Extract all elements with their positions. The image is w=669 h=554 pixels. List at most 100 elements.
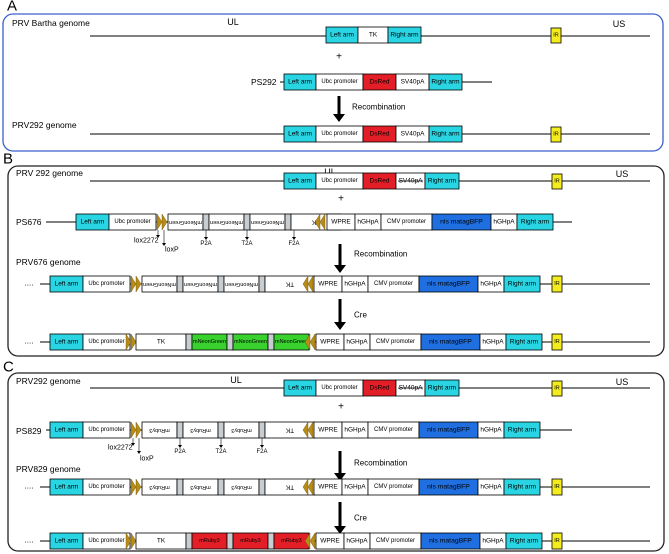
sv40-a3-label: SV40pA	[401, 131, 426, 138]
prv829-cre-flip-spacer2	[267, 532, 275, 550]
ps829-tail-hgh2-label: hGHpA	[480, 427, 502, 434]
recombination-arrow-c-head	[334, 473, 346, 481]
ps829-ubc	[82, 421, 131, 439]
left-arm-a3-label: Left arm	[288, 131, 312, 138]
ir-b1-label: IR	[554, 179, 560, 185]
ps292-label: PS292	[251, 77, 277, 87]
prv829-flip-rep0-label: mRuby3	[149, 484, 169, 490]
prv676-flip-rep0-label: mNeonGreen	[143, 281, 176, 287]
prv829-cre-tail-right-arm	[505, 532, 543, 550]
prv676-cre-flip-rep2-label: mNeonGreen	[275, 339, 308, 345]
prv829-cre-tail-hgh1-label: hGHpA	[346, 538, 368, 545]
ubc-a3-label: Ubc promoter	[321, 131, 357, 137]
lox2272-label-b: lox2272	[134, 238, 159, 245]
prv676-flip-spacer2	[258, 275, 266, 293]
f2a-label-c: F2A	[256, 449, 267, 455]
loxp-arrow-c-head	[137, 451, 141, 454]
ir-c3-label: IR	[554, 484, 560, 490]
prv676-cre-tail-cmv-label: CMV promoter	[376, 339, 415, 345]
p2a-label-b: P2A	[200, 241, 211, 247]
right-arm-c1	[424, 379, 460, 397]
dsred-c1-label: DsRed	[370, 385, 390, 392]
prv676-genome-label: PRV676 genome	[16, 257, 81, 267]
prv829-cre-flip-tk-label: TK	[157, 538, 166, 545]
dsred-a3-label: DsRed	[370, 131, 390, 138]
f2a-label-b: F2A	[288, 241, 299, 247]
panel-c-letter: C	[3, 359, 14, 376]
ir-a3	[550, 126, 562, 143]
lox-b4-tri0	[125, 333, 132, 351]
prv829-flip-rep1-label: mRuby3	[190, 484, 210, 490]
ir-c3	[551, 478, 563, 496]
lox-c2-tri1	[130, 421, 137, 439]
ps676-tail-right-arm	[516, 213, 554, 231]
ul-label-c: UL	[230, 375, 242, 385]
ps676-flip-rep0-label: mNeonGreen	[169, 219, 202, 225]
prv829-left-arm-label: Left arm	[55, 484, 79, 491]
us-label-c: US	[616, 377, 629, 387]
prv676-flip-spacer0	[176, 275, 184, 293]
ps829-tail-hgh1-label: hGHpA	[344, 427, 366, 434]
lox-b3-tri4	[307, 275, 314, 293]
ps676-flip-spacer1	[243, 213, 251, 231]
ps829-tail-right-arm-label: Right arm	[508, 427, 536, 434]
ps676-flip-rep2-label: mNeonGreen	[251, 219, 284, 225]
panel-a-letter: A	[7, 0, 17, 15]
ir-a1-label: IR	[553, 33, 559, 39]
ps676-tail-hgh1-label: hGHpA	[357, 219, 379, 226]
right-arm-a1-label: Right arm	[390, 32, 418, 39]
dsred-b1-label: DsRed	[370, 178, 390, 185]
ir-c4	[551, 532, 563, 550]
prv-bartha-label: PRV Bartha genome	[12, 18, 90, 28]
ps829-flip-spacer2	[258, 421, 266, 439]
ps676-flip-spacer0	[202, 213, 210, 231]
prv829-tail-nls-label: nls matagBFP	[427, 484, 470, 491]
panel-a-frame	[2, 13, 664, 152]
f2a-arrow-b-head	[292, 237, 296, 240]
ps829-label: PS829	[16, 426, 42, 436]
prv829-flip-rep2-label: mRuby3	[231, 484, 251, 490]
prv676-cre-tail-hgh1-label: hGHpA	[346, 339, 368, 346]
lox-c3-tri4	[307, 478, 314, 496]
recombination-label-a: Recombination	[352, 103, 405, 112]
prv676-cre-tail-wpre-label: WPRE	[320, 339, 340, 346]
ellipsis-c1: ....	[25, 482, 34, 491]
prv829-cre-tail-right-arm-label: Right arm	[510, 538, 538, 545]
ir-b3-label: IR	[554, 281, 560, 287]
prv676-cre-flip-rep0-label: mNeonGreen	[193, 339, 226, 345]
p2a-arrow-b-head	[204, 237, 208, 240]
lox-c4-tri0	[125, 532, 132, 550]
right-arm-a1	[387, 26, 422, 44]
prv676-flip-tk-label: TK	[285, 281, 294, 288]
prv676-cre-tail-right-arm	[505, 333, 543, 351]
ir-b1	[551, 173, 563, 190]
recombination-label-c: Recombination	[354, 459, 407, 468]
ul-label-b: UL	[324, 167, 336, 177]
cre-arrow-c-head	[334, 526, 346, 534]
lox-b4-tri1	[130, 333, 137, 351]
prv676-left-arm-label: Left arm	[55, 281, 79, 288]
ellipsis-b2: ....	[25, 337, 34, 346]
ellipsis-c2: ....	[25, 536, 34, 545]
prv829-ubc	[82, 478, 131, 496]
prv676-cre-flip-spacer1	[226, 333, 234, 351]
prv829-tail-right-arm	[503, 478, 541, 496]
right-arm-a3	[428, 125, 463, 143]
p2a-arrow-c-head	[178, 445, 182, 448]
ps829-flip-rep2-label: mRuby3	[231, 427, 251, 433]
ps829-flip-spacer0	[176, 421, 184, 439]
ps829-flip-rep0-label: mRuby3	[149, 427, 169, 433]
prv829-tail-hgh2-label: hGHpA	[480, 484, 502, 491]
lox-c2-tri2	[135, 421, 142, 439]
ir-b4-label: IR	[554, 339, 560, 345]
right-arm-b1-label: Right arm	[428, 178, 456, 185]
prv676-flip-spacer1	[217, 275, 225, 293]
ir-c1	[551, 380, 563, 397]
ps829-ubc-label: Ubc promoter	[88, 427, 124, 433]
prv676-flip-rep2-label: mNeonGreen	[225, 281, 258, 287]
prv829-cre-tail-nls-label: nls matagBFP	[429, 538, 472, 545]
lox-c4-tri1	[130, 532, 137, 550]
prv676-tail-wpre-label: WPRE	[318, 281, 338, 288]
